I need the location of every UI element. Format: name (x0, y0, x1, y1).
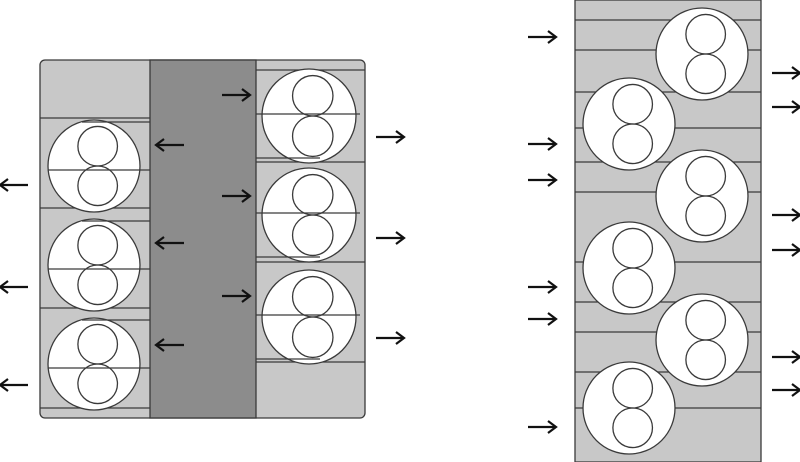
cell-lower-circle (685, 339, 727, 381)
arrow-right-icon (772, 243, 800, 257)
arrow-head (395, 231, 406, 245)
arrow-right-icon (772, 100, 800, 114)
cell-unit (261, 269, 357, 365)
arrow-head (547, 137, 558, 151)
arrow-head (791, 350, 800, 364)
cell-lower-circle (685, 195, 727, 237)
cell-unit (655, 149, 749, 243)
cell-lower-circle (77, 264, 119, 306)
cell-unit (582, 221, 676, 315)
arrow-head (791, 243, 800, 257)
arrow-head (547, 173, 558, 187)
cell-lower-circle (612, 407, 654, 449)
cell-unit (47, 218, 141, 312)
arrow-right-icon (772, 383, 800, 397)
cell-lower-circle (291, 316, 334, 359)
arrow-head (241, 189, 252, 203)
cell-unit (47, 119, 141, 213)
cell-unit (582, 77, 676, 171)
arrow-head (791, 66, 800, 80)
arrow-left-icon (0, 178, 28, 192)
cell-lower-circle (77, 363, 119, 405)
arrow-left-icon (154, 338, 184, 352)
arrow-head (791, 208, 800, 222)
arrow-right-icon (222, 289, 252, 303)
cell-unit (655, 7, 749, 101)
arrow-head (241, 289, 252, 303)
arrow-head (395, 130, 406, 144)
arrow-head (791, 383, 800, 397)
cell-lower-circle (291, 214, 334, 257)
arrow-right-icon (528, 420, 558, 434)
arrow-head (0, 378, 9, 392)
cell-lower-circle (612, 123, 654, 165)
cell-unit (261, 68, 357, 164)
arrow-right-icon (772, 350, 800, 364)
flow-arrows (0, 30, 800, 434)
arrow-right-icon (528, 280, 558, 294)
cell-unit (261, 167, 357, 263)
arrow-head (154, 236, 165, 250)
arrow-left-icon (154, 138, 184, 152)
arrow-head (0, 280, 9, 294)
right-assembly (574, 0, 762, 462)
arrow-head (154, 338, 165, 352)
arrow-head (547, 312, 558, 326)
arrow-right-icon (528, 137, 558, 151)
arrow-left-icon (0, 378, 28, 392)
arrow-right-icon (772, 66, 800, 80)
center-channel (149, 59, 257, 419)
cell-lower-circle (612, 267, 654, 309)
arrow-right-icon (528, 312, 558, 326)
cell-unit (655, 293, 749, 387)
arrow-head (241, 88, 252, 102)
arrow-head (547, 30, 558, 44)
arrow-right-icon (376, 331, 406, 345)
arrow-right-icon (222, 88, 252, 102)
arrow-right-icon (376, 130, 406, 144)
left-assembly (39, 59, 366, 419)
arrow-head (791, 100, 800, 114)
arrow-right-icon (376, 231, 406, 245)
arrow-head (547, 280, 558, 294)
cell-lower-circle (77, 165, 119, 207)
arrow-right-icon (772, 208, 800, 222)
arrow-right-icon (528, 30, 558, 44)
cell-unit (47, 317, 141, 411)
arrow-head (547, 420, 558, 434)
arrow-right-icon (222, 189, 252, 203)
arrow-head (0, 178, 9, 192)
arrow-right-icon (528, 173, 558, 187)
arrow-head (395, 331, 406, 345)
arrow-left-icon (154, 236, 184, 250)
cell-lower-circle (291, 115, 334, 158)
cell-unit (582, 361, 676, 455)
cell-lower-circle (685, 53, 727, 95)
arrow-head (154, 138, 165, 152)
arrow-left-icon (0, 280, 28, 294)
